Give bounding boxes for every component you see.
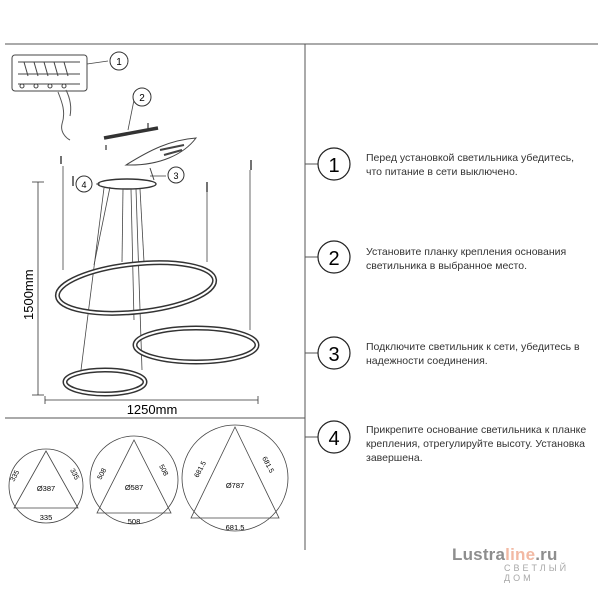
step-1-text: Перед установкой светильника убедитесь, …	[366, 152, 575, 178]
step-4-number: 4	[328, 428, 339, 450]
step-1-marker: 1	[305, 147, 351, 181]
watermark-brand: Lustraline.ru	[452, 545, 592, 565]
ring-medium-diameter: Ø587	[125, 483, 143, 492]
callout-circle-4	[75, 175, 93, 193]
callout-label-3: 3	[173, 171, 178, 181]
callout-label-1: 1	[116, 57, 122, 68]
fixture-drawing	[62, 166, 251, 371]
brand-part-a: Lustra	[452, 545, 506, 564]
step-2-number: 2	[328, 248, 339, 270]
step-3-marker: 3	[305, 336, 351, 370]
width-dimension	[44, 396, 259, 404]
ring-large-left-side: 681.5	[194, 460, 208, 479]
ring-large-diameter: Ø787	[226, 481, 244, 490]
ring-medium-right-side: 508	[157, 464, 169, 478]
ring-small-right-side: 335	[68, 468, 80, 482]
height-label: 1500mm	[21, 269, 36, 320]
mounting-plate	[103, 123, 159, 150]
height-dimension	[32, 181, 44, 396]
callout-circle-1	[109, 51, 129, 71]
width-label: 1250mm	[127, 402, 178, 417]
ring-spec-large	[181, 424, 289, 532]
callout-label-4: 4	[81, 180, 86, 190]
watermark-logo: Lustraline.ru СВЕТЛЫЙ ДОМ	[452, 545, 592, 583]
ring-medium-left-side: 508	[97, 467, 109, 481]
canopy-detail	[124, 137, 198, 181]
ring-small-left-side: 335	[10, 469, 22, 483]
ring-large-base: 681.5	[226, 523, 245, 532]
cable-pins	[60, 156, 252, 192]
step-2-marker: 2	[305, 240, 351, 274]
ring-small-base: 335	[40, 513, 53, 522]
callout-circle-2	[132, 87, 152, 107]
step-3-number: 3	[328, 344, 339, 366]
ring-large-right-side: 681.5	[260, 456, 274, 475]
brand-part-b: line	[505, 545, 536, 564]
ring-spec-small	[8, 448, 84, 524]
step-4-text: Прикрепите основание светильника к планк…	[366, 424, 587, 464]
connector-box	[11, 54, 88, 92]
step-3-text: Подключите светильник к сети, убедитесь …	[366, 341, 580, 367]
step-1-number: 1	[328, 155, 339, 177]
ring-medium-base: 508	[128, 517, 141, 526]
hand-icon	[57, 89, 72, 141]
callout-label-2: 2	[139, 93, 145, 104]
ring-spec-medium	[89, 435, 179, 525]
step-4-marker: 4	[305, 420, 351, 454]
brand-part-c: .ru	[535, 545, 558, 564]
step-2-text: Установите планку крепления основания св…	[366, 246, 567, 272]
ring-small-diameter: Ø387	[37, 484, 55, 493]
callout-circle-3	[167, 166, 185, 184]
watermark-tagline: СВЕТЛЫЙ ДОМ	[504, 563, 570, 583]
